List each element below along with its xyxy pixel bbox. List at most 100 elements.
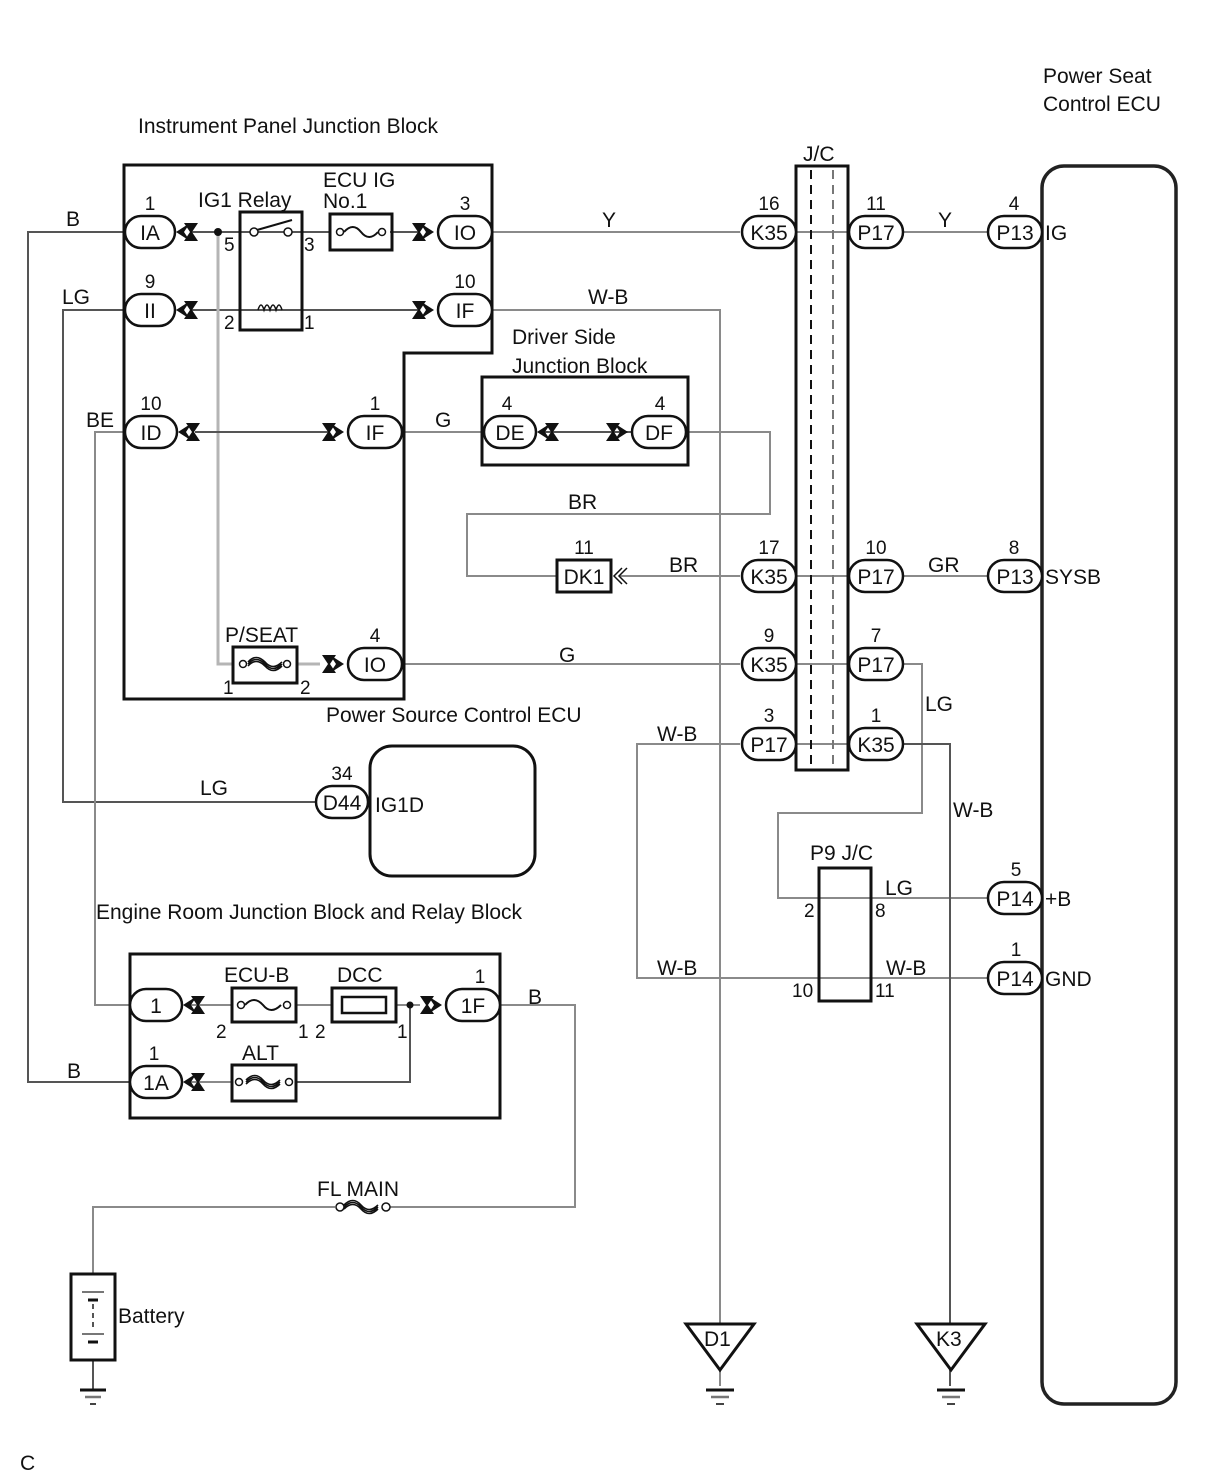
wire-pseat-feed: [216, 232, 232, 666]
wire-label-g: G: [559, 644, 575, 667]
ig1-relay-label: IG1 Relay: [198, 189, 292, 212]
wire-label-wb: W-B: [588, 286, 628, 309]
ground-point-d1: D1: [683, 1322, 757, 1405]
wire-label-lg: LG: [62, 286, 90, 309]
terminal-label: IG1D: [375, 794, 424, 817]
connector-io-4: IO 4: [322, 626, 404, 682]
power-source-ecu-box: [368, 744, 537, 878]
wire-label-b: B: [67, 1060, 81, 1083]
wire-label-br: BR: [669, 554, 698, 577]
connector-pin: 11: [866, 194, 886, 215]
p-seat-fuse: P/SEAT 1 2: [223, 624, 311, 699]
driver-side-junction-block: Driver Side Junction Block: [480, 326, 690, 467]
connector-code: DK1: [564, 566, 605, 589]
connector-pin: 4: [655, 394, 666, 415]
connector-pin: 3: [460, 194, 471, 215]
connector-pin: 1: [475, 967, 486, 988]
p9-jc-label: P9 J/C: [810, 842, 873, 865]
wire-label-wb: W-B: [657, 723, 697, 746]
ip-jb-label: Instrument Panel Junction Block: [138, 115, 438, 138]
connector-de: DE 4: [482, 394, 559, 450]
connector-code: IA: [140, 222, 160, 245]
dcc-pin-1: 1: [397, 1022, 408, 1043]
dcc-fuse: DCC 2 1: [315, 964, 414, 1043]
relay-pin-5: 5: [224, 235, 235, 256]
ps-ecu-label-1: Power Seat: [1043, 65, 1152, 88]
jc-label: J/C: [803, 143, 835, 166]
instrument-panel-junction-block: Instrument Panel Junction Block: [122, 115, 494, 701]
ecu-b-label: ECU-B: [224, 964, 289, 987]
connector-p17-3: P17 3: [740, 706, 798, 762]
relay-pin-1: 1: [304, 313, 315, 334]
p-seat-label: P/SEAT: [225, 624, 298, 647]
ds-jb-label-1: Driver Side: [512, 326, 616, 349]
connector-pin: 4: [1009, 194, 1020, 215]
connector-p14-5: P14 5 +B: [986, 860, 1071, 916]
wire-color-labels: B LG BE Y Y W-B G BR BR GR G LG W-B W-B …: [62, 208, 993, 1083]
connector-if-10: IF 10: [412, 272, 494, 328]
wire-label-y: Y: [938, 209, 952, 232]
connector-code: ID: [141, 422, 162, 445]
connector-code: 1F: [461, 995, 486, 1018]
p9-pin-8: 8: [875, 901, 886, 922]
connector-p14-1: P14 1 GND: [986, 940, 1092, 996]
connector-pin: 17: [758, 538, 779, 559]
connector-pin: 4: [502, 394, 513, 415]
connector-pin: 1: [145, 194, 156, 215]
wire-br-loop: [466, 431, 771, 577]
connector-er-1a: 1A 1: [128, 1044, 205, 1100]
pseat-pin-1: 1: [223, 678, 234, 699]
connector-pin: 4: [370, 626, 381, 647]
wire-be-id-er1: [94, 431, 130, 1006]
diagram-code: C: [20, 1452, 35, 1475]
connector-k35-16: K35 16: [740, 194, 798, 250]
connector-pin: 10: [140, 394, 161, 415]
terminal-label: +B: [1045, 888, 1071, 911]
connector-code: DF: [645, 422, 673, 445]
connector-code: 1A: [143, 1072, 169, 1095]
connector-pin: 11: [574, 538, 594, 559]
wire-label-lg: LG: [200, 777, 228, 800]
wire-label-b: B: [66, 208, 80, 231]
connector-pin: 9: [764, 626, 775, 647]
connector-k35-9: K35 9: [740, 626, 798, 682]
wire-b-1f-flmain: [385, 1004, 576, 1208]
connector-code: K35: [857, 734, 894, 757]
connector-er-1f: 1F 1: [420, 967, 502, 1023]
wire-label-be: BE: [86, 409, 114, 432]
ecu-ig-no1-fuse: ECU IG No.1: [323, 169, 395, 252]
connector-code: P14: [996, 888, 1034, 911]
connector-pin: 34: [331, 764, 353, 785]
connector-pin: 10: [865, 538, 886, 559]
connector-code: IF: [456, 300, 475, 323]
wire-b-ia-1a: [27, 231, 130, 1083]
connector-pin: 1: [149, 1044, 160, 1065]
wire-lg-p17-p14: [777, 663, 1000, 899]
battery-ground-icon: [80, 1388, 106, 1405]
ground-k3-label: K3: [936, 1328, 962, 1351]
ig1-relay: IG1 Relay 5 3 2 1: [198, 189, 315, 334]
connector-pin: 1: [1011, 940, 1022, 961]
connector-id: ID 10: [123, 394, 200, 450]
connector-er-1: 1: [128, 987, 205, 1023]
connector-io-3: IO 3: [412, 194, 494, 250]
connector-code: II: [144, 300, 156, 323]
connector-if-1: IF 1: [322, 394, 404, 450]
wire-label-lg: LG: [925, 693, 953, 716]
wire-label-gr: GR: [928, 554, 960, 577]
ecu-b-fuse: ECU-B 2 1: [216, 964, 309, 1043]
connector-d44: D44 34 IG1D: [314, 764, 424, 820]
p9-pin-10: 10: [792, 981, 813, 1002]
connector-p13-4: P13 4 IG: [986, 194, 1067, 250]
connector-code: P13: [996, 222, 1033, 245]
connector-pin: 16: [758, 194, 779, 215]
relay-pin-2: 2: [224, 313, 235, 334]
connector-code: P17: [857, 654, 894, 677]
power-source-ecu-label: Power Source Control ECU: [326, 704, 582, 727]
connector-code: D44: [323, 792, 362, 815]
ecub-pin-2: 2: [216, 1022, 227, 1043]
ground-point-k3: K3: [914, 1322, 988, 1405]
er-jb-label: Engine Room Junction Block and Relay Blo…: [96, 901, 523, 924]
alt-fuse: ALT: [230, 1042, 298, 1103]
